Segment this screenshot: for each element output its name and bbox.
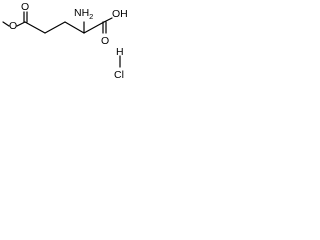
chloride-label: Cl bbox=[114, 69, 124, 81]
bond-chain-3 bbox=[64, 21, 85, 34]
bond-methyl-o bbox=[2, 21, 10, 27]
acid-carbonyl-oxygen-label: O bbox=[101, 35, 109, 47]
amine-subscript: 2 bbox=[89, 12, 93, 21]
bond-chain-4 bbox=[83, 21, 105, 34]
amine-label: NH2 bbox=[74, 7, 93, 21]
chemical-structure: O O NH2 OH O H Cl bbox=[2, 1, 128, 81]
bond-chain-2 bbox=[44, 21, 66, 34]
hydroxyl-label: OH bbox=[112, 8, 128, 20]
bond-chain-1 bbox=[24, 21, 46, 34]
bond-o-ester-carbon bbox=[16, 21, 26, 27]
bond-acid-hydroxyl bbox=[103, 17, 113, 23]
ester-carbonyl-oxygen-label: O bbox=[21, 1, 29, 13]
methoxy-oxygen-label: O bbox=[9, 20, 17, 32]
amine-text: NH bbox=[74, 7, 89, 19]
hydrogen-label: H bbox=[116, 46, 124, 58]
